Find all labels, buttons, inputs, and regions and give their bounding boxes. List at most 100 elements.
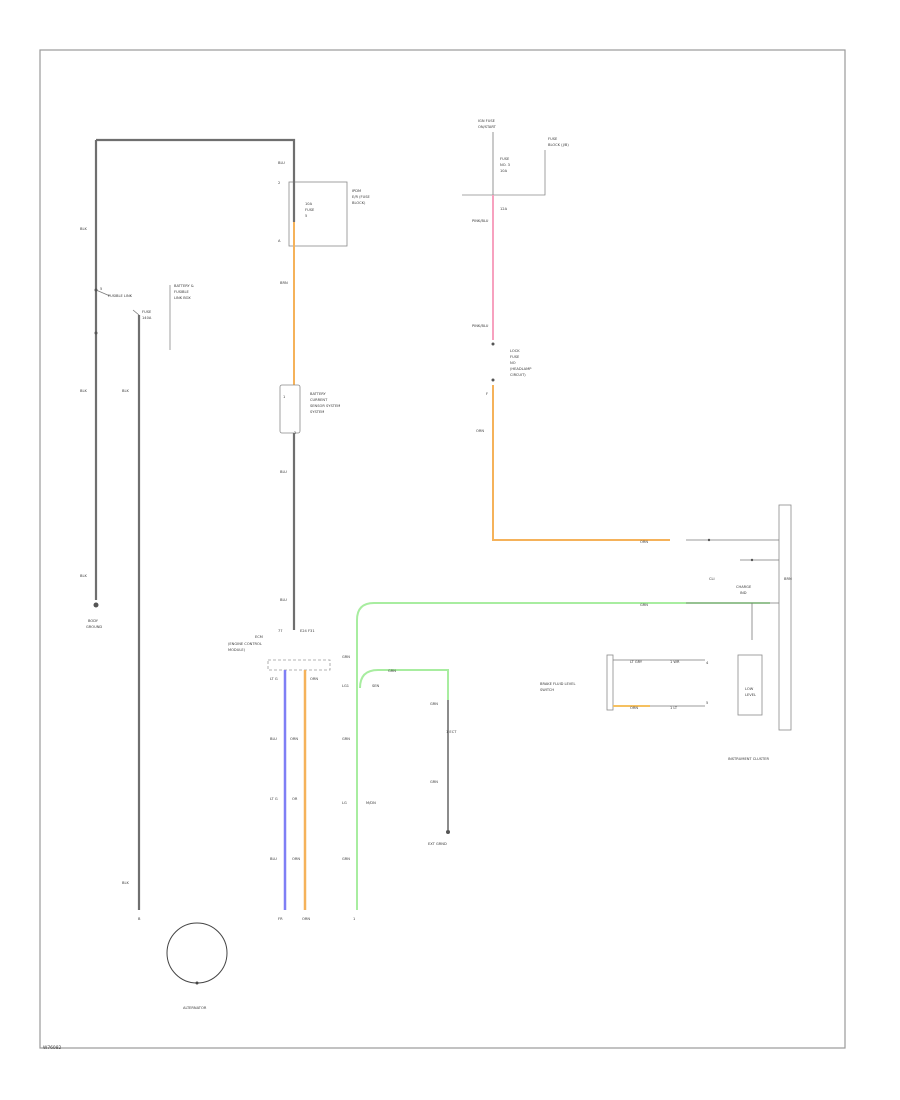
svg-text:BLK: BLK [122,881,129,885]
svg-text:IND: IND [740,591,747,595]
svg-text:BRN: BRN [784,577,792,581]
svg-text:2: 2 [278,181,280,185]
svg-text:BATTERY: BATTERY [310,392,327,396]
svg-text:FUSIBLE: FUSIBLE [174,290,190,294]
svg-text:E24 F31: E24 F31 [300,629,315,633]
svg-text:SENSOR SYSTEM: SENSOR SYSTEM [310,404,340,408]
svg-text:NO. 3: NO. 3 [500,163,510,167]
alternator-label: ALTERNATOR [183,1006,207,1010]
svg-text:PINK/BLU: PINK/BLU [472,324,489,328]
svg-text:ECM: ECM [255,635,263,639]
alternator-symbol [166,922,228,984]
svg-text:ORN: ORN [290,737,298,741]
ground-label: EXT GRND [428,842,447,846]
svg-text:BRAKE FLUID LEVEL: BRAKE FLUID LEVEL [540,682,576,686]
svg-text:FR: FR [278,917,283,921]
svg-text:IPDM: IPDM [352,189,361,193]
svg-text:PINK/BLU: PINK/BLU [472,219,489,223]
svg-text:1 ECT: 1 ECT [446,730,457,734]
svg-text:BLK: BLK [80,389,87,393]
svg-text:(ENGINE CONTROL: (ENGINE CONTROL [228,642,262,646]
svg-text:1: 1 [283,395,285,399]
svg-text:CLI: CLI [709,577,715,581]
svg-text:FUSE: FUSE [548,137,558,141]
svg-text:ORN: ORN [302,917,310,921]
fuse-relay-center: LOCK FUSE NO (HEADLAMP CIRCUIT) F [486,342,532,396]
svg-text:GRN: GRN [342,737,350,741]
svg-text:LT G: LT G [270,677,278,681]
svg-text:1 WR: 1 WR [670,660,680,664]
svg-text:GRN: GRN [388,669,396,673]
svg-text:LG: LG [342,801,347,805]
alternator-output-wire: FUSE 140A BLK BLK B [122,309,152,921]
svg-text:BLU: BLU [278,161,285,165]
svg-text:(HEADLAMP: (HEADLAMP [510,367,532,371]
svg-text:BLK: BLK [122,389,129,393]
svg-text:A: A [278,239,281,243]
svg-text:LINK BOX: LINK BOX [174,296,191,300]
svg-text:GRN: GRN [342,857,350,861]
svg-text:FUSE: FUSE [510,355,520,359]
svg-text:77: 77 [278,629,283,633]
svg-text:F: F [486,392,488,396]
svg-text:LOCK: LOCK [510,349,520,353]
svg-text:MODULE): MODULE) [228,648,246,652]
svg-text:NO: NO [510,361,516,365]
brake-fluid-connector: BRAKE FLUID LEVEL SWITCH LT GRY 1 WR ORN… [540,654,705,711]
svg-text:OR: OR [292,797,298,801]
svg-text:GRN: GRN [430,780,438,784]
svg-text:ORN: ORN [640,540,648,544]
battery-current-sensor: 1 BATTERY CURRENT SENSOR SYSTEM SYSTEM 2 [279,384,340,435]
svg-text:GRN: GRN [430,702,438,706]
svg-text:GROUND: GROUND [86,625,102,629]
svg-text:LT G: LT G [270,797,278,801]
svg-text:B: B [138,917,141,921]
svg-text:4: 4 [706,661,709,665]
svg-text:SYSTEM: SYSTEM [310,410,324,414]
svg-text:SWITCH: SWITCH [540,688,554,692]
svg-text:BLK: BLK [80,574,87,578]
fuse-box-center: BLU 2 A 10A FUSE 5 IPDM E/R (FUSE BLOCK) [278,161,371,247]
ignition-fuse-block: IGN FUSE ON/START FUSE NO. 3 10A FUSE BL… [462,119,569,211]
svg-text:BLOCK (J/B): BLOCK (J/B) [548,143,569,147]
instrument-cluster: BRN CLI CHARGE IND LOW LEVEL 4 5 INSTRUM… [686,504,792,761]
svg-text:E/R (FUSE: E/R (FUSE [352,195,371,199]
svg-text:140A: 140A [142,316,152,320]
svg-text:1: 1 [353,917,355,921]
svg-text:BATTERY &: BATTERY & [174,284,194,288]
svg-text:M/DN: M/DN [366,801,376,805]
diagram-frame [39,49,846,1049]
svg-text:LOW: LOW [745,687,754,691]
body-ground-terminal [93,602,99,608]
svg-text:INSTRUMENT CLUSTER: INSTRUMENT CLUSTER [728,757,769,761]
svg-text:BLU: BLU [270,737,277,741]
svg-text:GRN: GRN [640,603,648,607]
svg-text:ORN: ORN [292,857,300,861]
svg-text:BLU: BLU [280,470,287,474]
svg-text:CIRCUIT): CIRCUIT) [510,373,526,377]
svg-text:CURRENT: CURRENT [310,398,328,402]
svg-text:BRN: BRN [280,281,288,285]
svg-text:BLOCK): BLOCK) [352,201,366,205]
orange-ign-wire [492,385,670,541]
svg-text:ORN: ORN [630,706,638,710]
svg-text:10A: 10A [305,202,313,206]
green-wire-branch [359,669,449,700]
svg-text:ON/START: ON/START [478,125,497,129]
svg-text:LT GRY: LT GRY [630,660,643,664]
svg-text:GRN: GRN [342,655,350,659]
svg-text:12A: 12A [500,207,508,211]
svg-text:ORN: ORN [310,677,318,681]
ecm-connector: ECM (ENGINE CONTROL MODULE) E24 F31 77 [228,629,331,671]
svg-text:LEVEL: LEVEL [745,693,756,697]
svg-text:5: 5 [100,287,102,291]
svg-text:FUSE: FUSE [500,157,510,161]
body-ground-label: BODY [88,619,99,623]
svg-text:10A: 10A [500,169,508,173]
svg-text:5: 5 [706,701,708,705]
svg-text:FUSE: FUSE [142,310,152,314]
footnote: W76082 [43,1045,62,1051]
svg-text:FUSE: FUSE [305,208,315,212]
svg-text:BLU: BLU [280,598,287,602]
